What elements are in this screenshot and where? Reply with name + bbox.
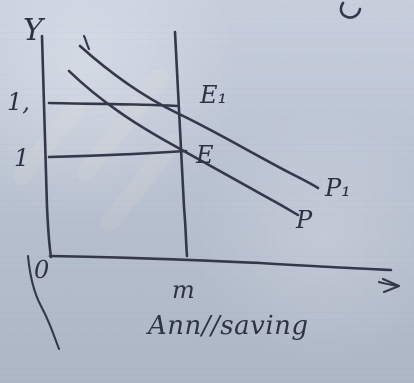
left-bottom-scribble [26, 254, 61, 351]
lower-curve-p [67, 69, 300, 217]
lower-horizontal-line [47, 149, 188, 159]
point-label-e1: E₁ [199, 81, 227, 109]
lower-tick-label: 1 [14, 144, 29, 172]
curve-label-p: P [295, 206, 313, 234]
top-right-scribble [339, 1, 362, 19]
point-label-e: E [195, 141, 214, 169]
y-axis-label: Y [23, 13, 46, 48]
upper-curve-p1 [78, 44, 320, 190]
x-axis-arrow [377, 277, 401, 294]
vertical-line-label: m [172, 276, 195, 304]
upper-tick-label: 1, [7, 88, 30, 116]
curve-label-p1: P₁ [324, 174, 351, 202]
y-axis-line [40, 34, 53, 259]
top-left-tick [82, 34, 91, 51]
x-axis-line [48, 254, 393, 272]
diagram-caption: Ann//saving [146, 311, 309, 341]
origin-label: 0 [34, 256, 49, 284]
vertical-line-m [173, 30, 189, 258]
